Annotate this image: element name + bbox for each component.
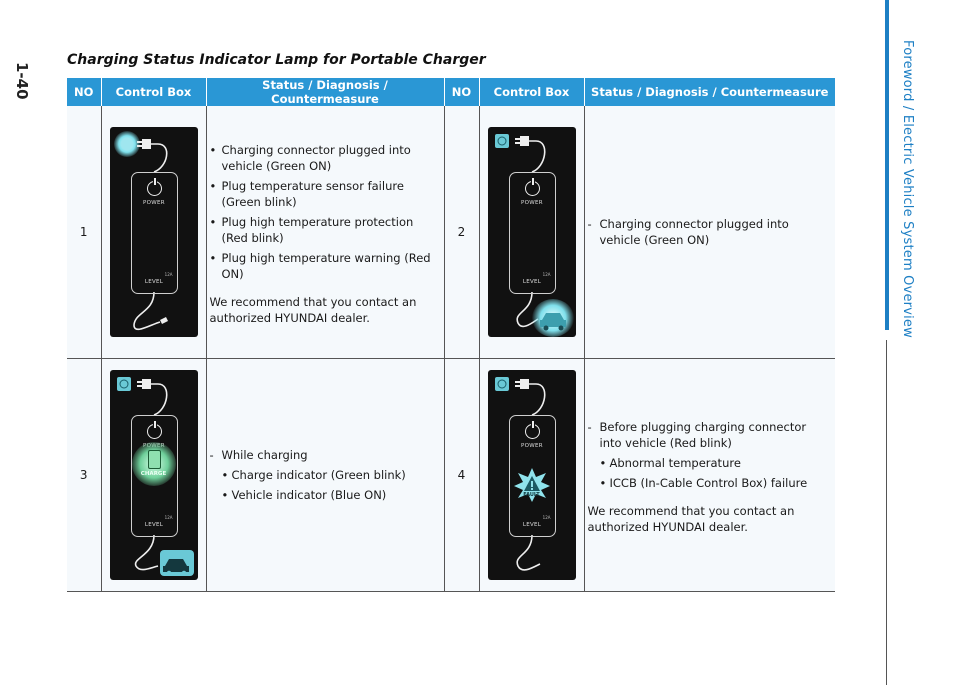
power-label: POWER	[521, 443, 543, 449]
indicator-table: NO Control Box Status / Diagnosis / Coun…	[67, 78, 835, 592]
status-item: Plug high temperature protection (Red bl…	[210, 214, 440, 246]
status-item: While charging	[210, 447, 440, 463]
dealer-note: We recommend that you contact an authori…	[209, 295, 417, 325]
header-status-2: Status / Diagnosis / Countermeasure	[584, 78, 835, 106]
page-number: 1-40	[13, 62, 31, 100]
level-label: LEVEL	[144, 279, 164, 285]
car-icon	[539, 313, 566, 331]
status-description: Charging connector plugged into vehicle …	[207, 142, 444, 326]
page-heading: Charging Status Indicator Lamp for Porta…	[67, 52, 486, 68]
header-control-box: Control Box	[101, 78, 207, 106]
control-box-cell: POWER 12A LEVEL	[479, 106, 585, 359]
amp-label: 12A	[164, 272, 173, 277]
status-description: Charging connector plugged into vehicle …	[585, 216, 836, 248]
level-label: LEVEL	[522, 279, 542, 285]
status-item: Charging connector plugged into vehicle …	[588, 216, 832, 248]
power-label: POWER	[521, 200, 543, 206]
table-row: 3 POWER 12A	[67, 358, 836, 592]
control-box-cell: POWER 12A LEVEL FAULT	[479, 358, 585, 592]
row-number: 1	[67, 106, 102, 359]
header-no-2: NO	[444, 78, 480, 106]
control-box-image: POWER 12A LEVEL	[487, 127, 576, 337]
status-subitem: ICCB (In-Cable Control Box) failure	[588, 475, 832, 491]
level-label: LEVEL	[522, 522, 542, 528]
status-subitem: Abnormal temperature	[588, 455, 832, 471]
status-cell: Charging connector plugged into vehicle …	[206, 106, 445, 359]
charge-label: CHARGE	[140, 471, 167, 477]
section-rail-line	[886, 340, 887, 685]
status-description: While charging Charge indicator (Green b…	[207, 447, 444, 503]
status-description: Before plugging charging connector into …	[585, 419, 836, 535]
amp-label: 12A	[542, 515, 551, 520]
section-rail-bar	[885, 0, 889, 330]
control-box-image: POWER 12A LEVEL CHARGE	[109, 370, 198, 580]
header-no: NO	[67, 78, 102, 106]
control-box-image: POWER 12A LEVEL	[109, 127, 198, 337]
power-icon	[524, 178, 540, 196]
fault-label: FAULT	[523, 492, 540, 498]
status-item: Plug high temperature warning (Red ON)	[210, 250, 440, 282]
header-status: Status / Diagnosis / Countermeasure	[206, 78, 445, 106]
status-item: Plug temperature sensor failure (Green b…	[210, 178, 440, 210]
control-box-cell: POWER 12A LEVEL	[101, 106, 207, 359]
plug-icon	[494, 134, 545, 328]
control-box-body: POWER 12A LEVEL	[130, 172, 178, 294]
row-number: 3	[67, 358, 102, 592]
status-subitem: Charge indicator (Green blink)	[210, 467, 440, 483]
amp-label: 12A	[164, 515, 173, 520]
status-cell: While charging Charge indicator (Green b…	[206, 358, 445, 592]
power-icon	[146, 421, 162, 439]
amp-label: 12A	[542, 272, 551, 277]
power-icon	[524, 421, 540, 439]
row-number: 2	[444, 106, 480, 359]
status-item: Charging connector plugged into vehicle …	[210, 142, 440, 174]
power-label: POWER	[143, 200, 165, 206]
control-box-image: POWER 12A LEVEL FAULT	[487, 370, 576, 580]
status-subitem: Vehicle indicator (Blue ON)	[210, 487, 440, 503]
control-box-body: POWER 12A LEVEL	[508, 415, 556, 537]
battery-charge-icon: CHARGE	[131, 442, 176, 486]
plug-icon	[494, 377, 545, 571]
control-box-cell: POWER 12A LEVEL CHARGE	[101, 358, 207, 592]
dealer-note: We recommend that you contact an authori…	[587, 504, 795, 534]
level-label: LEVEL	[144, 522, 164, 528]
table-header-row: NO Control Box Status / Diagnosis / Coun…	[67, 78, 835, 106]
status-cell: Charging connector plugged into vehicle …	[584, 106, 835, 359]
header-control-box-2: Control Box	[479, 78, 585, 106]
car-icon	[159, 550, 194, 576]
status-item: Before plugging charging connector into …	[588, 419, 832, 451]
power-icon	[146, 178, 162, 196]
plug-icon	[120, 138, 168, 331]
plug-icon	[116, 377, 167, 571]
status-cell: Before plugging charging connector into …	[584, 358, 836, 592]
fault-warning-icon: FAULT	[513, 468, 550, 502]
control-box-body: POWER 12A LEVEL	[508, 172, 556, 294]
table-row: 1 POWER 12A	[67, 106, 835, 359]
section-title: Foreword / Electric Vehicle System Overv…	[900, 40, 915, 338]
row-number: 4	[444, 358, 480, 592]
